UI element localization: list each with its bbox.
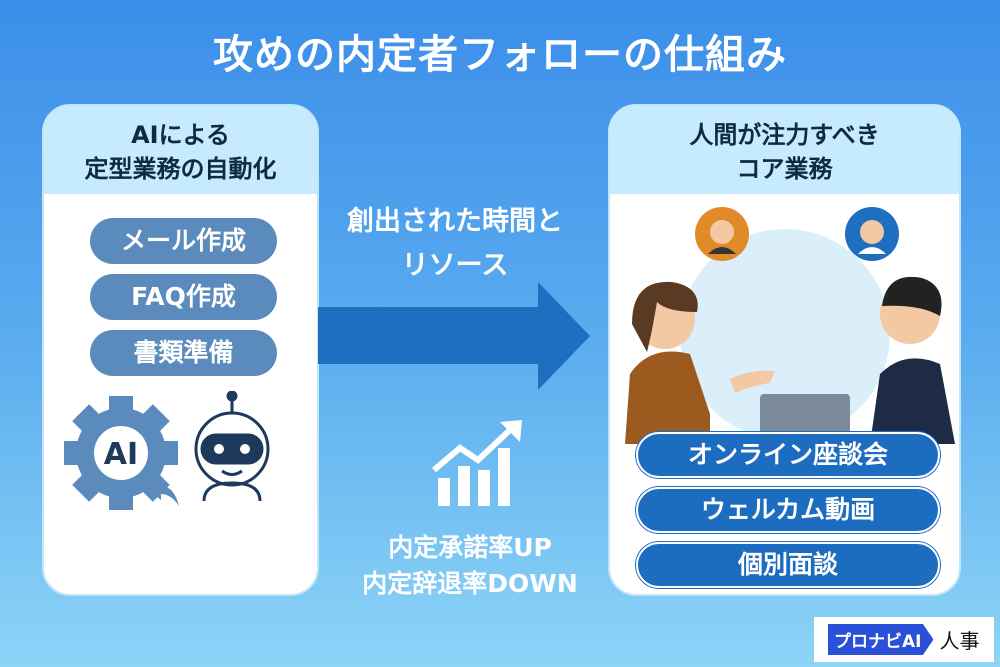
arrow-label-line: リソース [401,250,509,281]
task-pill: FAQ作成 [90,274,277,320]
ai-automation-card: AIによる 定型業務の自動化 メール作成 FAQ作成 書類準備 AI [42,104,319,596]
woman-figure [625,281,775,444]
gear-label: AI [104,437,138,472]
heading-line: 定型業務の自動化 [84,155,277,183]
card-heading: AIによる 定型業務の自動化 [44,106,317,194]
core-work-card: 人間が注力すべき コア業務 オンライン座談会 ウェルカム動画 個別面談 [608,104,961,596]
heading-line: AIによる [131,121,230,149]
gear-robot-illustration: AI [64,391,270,510]
arrow-label: 創出された時間と リソース [330,200,580,288]
logo-suffix: 人事 [939,629,980,653]
result-text: 内定承諾率UP 内定辞退率DOWN [320,530,620,602]
robot-icon [194,391,270,502]
laptop [760,394,850,434]
right-arrow-icon [318,282,590,390]
meeting-illustration [625,207,955,444]
arrow-label-line: 創出された時間と [347,206,563,237]
card-heading: 人間が注力すべき コア業務 [610,106,959,194]
heading-line: 人間が注力すべき [689,121,880,149]
brand-logo: プロナビAI 人事 [814,617,994,662]
page-title: 攻めの内定者フォローの仕組み [213,32,787,78]
core-task-pill: ウェルカム動画 [636,487,940,533]
gear-icon [64,396,178,510]
heading-line: コア業務 [736,155,833,183]
result-line: 内定辞退率DOWN [362,569,578,598]
growth-chart-icon [432,420,522,506]
task-pill: 書類準備 [90,330,277,376]
core-task-pill: 個別面談 [636,542,940,588]
task-pill: メール作成 [90,218,277,264]
result-line: 内定承諾率UP [388,533,552,562]
core-task-pill: オンライン座談会 [636,432,940,478]
return-arrow-icon [149,478,179,506]
man-figure [870,276,955,444]
logo-brand: プロナビAI [828,624,934,655]
avatar-woman-icon [695,207,749,261]
avatar-man-icon [845,207,899,261]
